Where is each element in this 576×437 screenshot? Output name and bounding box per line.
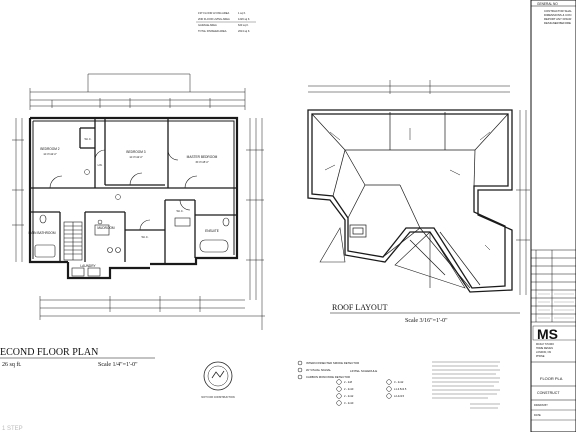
lintel-row-2: 2 - 2x10 <box>344 387 354 391</box>
plan-stairs <box>63 221 83 261</box>
area-table: 1ST FLOOR LIVING AREA 1 sq ft. 2ND FLOOR… <box>196 11 256 33</box>
area-row-3-label: GARAGE AREA <box>198 23 217 27</box>
legend-co-detector: CARBON MONOXIDE DETECTOR <box>306 375 350 379</box>
general-notes-lines <box>432 361 500 409</box>
room-label-laundry: LAUNDRY <box>80 264 96 268</box>
company-line-2: HOME DESIGN <box>536 347 553 350</box>
drawing-title: FLOOR PLA <box>540 376 563 381</box>
plan-fixtures <box>34 149 230 277</box>
area-row-1-label: 1ST FLOOR LIVING AREA <box>198 11 230 15</box>
roof-layout-scale: Scale 3/16"=1'-0" <box>405 318 448 324</box>
area-row-2-label: 2ND FLOOR LIVING AREA <box>198 17 230 21</box>
company-line-1: MCKAY STUDIO <box>536 343 554 346</box>
footer-watermark: 1 STEP <box>2 426 23 432</box>
company-logo-mark: MS <box>537 326 558 342</box>
general-notes-header: GENERAL NO <box>537 2 558 6</box>
roof-layout-title: ROOF LAYOUT <box>332 303 388 312</box>
room-label-wic-3: W.I.C. <box>176 209 183 213</box>
area-row-4-value: 2613 sq ft. <box>238 29 250 33</box>
room-dim-bedroom-3: 12'-0"x12'-0" <box>129 156 143 159</box>
general-note-3: REPORT ANY DISCR <box>544 17 571 21</box>
company-line-4: PHONE <box>536 355 545 358</box>
room-label-wic-1: W.I.C. <box>84 137 91 141</box>
area-row-2-value: 1226 sq ft. <box>238 17 250 21</box>
roof-slope-arrows <box>324 128 491 251</box>
room-label-bedroom-2: BEDROOM 2 <box>40 147 59 151</box>
roof-dimension-lines <box>308 80 530 295</box>
company-logo: MS <box>532 325 576 342</box>
plan-wall-inner-lines <box>32 120 235 259</box>
room-label-bedroom-3: BEDROOM 3 <box>126 150 145 154</box>
general-note-2: DIMENSIONS & CON <box>544 13 571 17</box>
general-note-4: DESIGNER BEFORE <box>544 21 571 25</box>
legend-smoke-detector: INTERCONNECTED SMOKE DETECTOR <box>306 361 359 365</box>
revision-table <box>531 249 576 323</box>
roof-outline <box>307 109 513 293</box>
lintel-row-1: 2 - 2x8 <box>344 380 352 384</box>
legend-visual-signal: W/ VISUAL SIGNAL <box>306 368 332 372</box>
drawn-by-label: DRAWN BY <box>534 403 548 407</box>
detector-legend: INTERCONNECTED SMOKE DETECTOR W/ VISUAL … <box>297 360 359 380</box>
area-row-3-value: 623 sq ft. <box>238 23 249 27</box>
stamp-text: NOT FOR CONSTRUCTION <box>201 395 234 399</box>
room-label-ensuite: ENSUITE <box>205 229 219 233</box>
room-label-wic-2: W.I.C. <box>141 235 148 239</box>
area-row-4-label: TOTAL FINISHED AREA <box>198 29 227 33</box>
lintel-row-5: 3 - 2x12 <box>394 380 404 384</box>
company-line-3: LONDON, ON <box>536 351 551 354</box>
room-label-main-bathroom: MAIN BATHROOM <box>28 231 55 235</box>
plan-room-labels: BEDROOM 2 12'-0"x12'-0" BEDROOM 3 12'-0"… <box>28 137 218 268</box>
lintel-row-4: 3 - 2x10 <box>344 401 354 405</box>
room-label-master-bedroom: MASTER BEDROOM <box>187 155 218 159</box>
floor-plan-scale: Scale 1/4"=1'-0" <box>98 362 138 368</box>
floor-plan-title: ECOND FLOOR PLAN <box>0 347 98 358</box>
roof-title-block: ROOF LAYOUT Scale 3/16"=1'-0" <box>330 303 520 324</box>
revision-entries <box>538 293 574 319</box>
designer-stamp-seal: NOT FOR CONSTRUCTION <box>201 361 235 399</box>
second-floor-plan <box>12 73 265 330</box>
date-label: DATE <box>534 413 541 417</box>
lintel-schedule-header: LINTEL SCHEDULE <box>350 369 377 373</box>
general-note-1: CONTRACTOR SHAL <box>544 9 572 13</box>
roof-hip-ridges <box>311 112 509 289</box>
roof-layout <box>307 80 530 295</box>
company-info: MCKAY STUDIO HOME DESIGN LONDON, ON PHON… <box>536 343 554 358</box>
room-dim-bedroom-2: 12'-0"x12'-0" <box>43 153 57 156</box>
contractor-label: CONSTRUCT <box>537 391 560 395</box>
lintel-schedule: LINTEL SCHEDULE 2 - 2x8 2 - 2x10 2 - 2x1… <box>336 361 500 409</box>
room-label-linen: LIN. <box>98 163 103 167</box>
floor-plan-area: 26 sq ft. <box>2 361 22 368</box>
room-dim-master-bedroom: 15'-0"x15'-0" <box>195 161 209 164</box>
area-row-1-value: 1 sq ft. <box>238 11 246 15</box>
roof-gables <box>319 227 466 289</box>
plan-dimension-lines <box>12 73 265 330</box>
lintel-row-6: L1-3.5x3.5 <box>394 387 407 391</box>
floor-plan-title-block: ECOND FLOOR PLAN 26 sq ft. Scale 1/4"=1'… <box>0 347 155 368</box>
plan-detectors <box>84 169 121 225</box>
room-label-mudroom: MUDROOM <box>97 226 115 230</box>
lintel-row-7: L2-4x3.5 <box>394 394 405 398</box>
lintel-row-3: 2 - 2x12 <box>344 394 354 398</box>
general-notes-text: CONTRACTOR SHAL DIMENSIONS & CON REPORT … <box>544 9 572 25</box>
plan-interior-walls <box>30 118 237 278</box>
